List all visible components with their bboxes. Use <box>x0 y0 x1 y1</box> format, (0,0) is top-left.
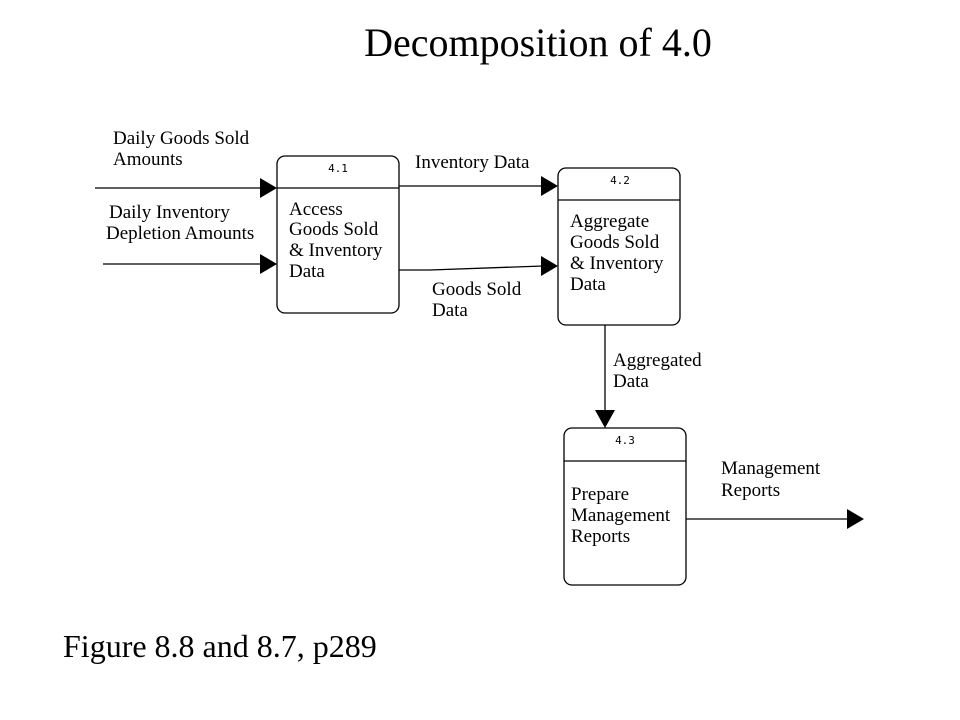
flow-aggregated-data: Aggregated Data <box>595 325 702 428</box>
process-4-3: 4.3 Prepare Management Reports <box>563 427 687 586</box>
process-4-3-box <box>563 427 687 586</box>
flow-aggregated-data-arrowhead <box>595 410 615 428</box>
process-4-2-box <box>557 167 681 326</box>
process-4-2: 4.2 Aggregate Goods Sold & Inventory Dat… <box>557 167 681 326</box>
flow-daily-goods-sold-label-2: Amounts <box>113 149 183 170</box>
flow-daily-inventory-depletion-arrowhead <box>260 254 277 274</box>
flow-daily-inventory-depletion: Daily Inventory Depletion Amounts <box>103 202 277 274</box>
flow-goods-sold-data-arrowhead <box>541 256 558 276</box>
flow-inventory-data: Inventory Data <box>399 152 558 196</box>
process-4-1-box <box>276 155 400 314</box>
process-4-2-name-line-3: & Inventory <box>570 253 664 274</box>
flow-daily-goods-sold-arrowhead <box>260 178 277 198</box>
flow-aggregated-data-label-1: Aggregated <box>613 350 702 371</box>
flow-management-reports: Management Reports <box>686 458 864 529</box>
process-4-3-name-line-3: Reports <box>571 526 630 547</box>
flow-daily-goods-sold: Daily Goods Sold Amounts <box>95 128 277 198</box>
flow-aggregated-data-label-2: Data <box>613 371 649 392</box>
flow-management-reports-arrowhead <box>847 509 864 529</box>
flow-goods-sold-data-label-2: Data <box>432 300 468 321</box>
process-4-2-name-line-1: Aggregate <box>570 211 649 232</box>
flow-management-reports-label-1: Management <box>721 458 821 479</box>
flow-inventory-data-label: Inventory Data <box>415 152 530 173</box>
flow-goods-sold-data-line-b <box>429 265 544 271</box>
process-4-1-name-line-1: Access <box>289 199 343 220</box>
process-4-2-name-line-2: Goods Sold <box>570 232 660 253</box>
process-4-2-id: 4.2 <box>610 174 630 187</box>
process-4-1-name-line-2: Goods Sold <box>289 219 379 240</box>
process-4-1: 4.1 Access Goods Sold & Inventory Data <box>276 155 400 314</box>
flow-management-reports-label-2: Reports <box>721 480 780 501</box>
flow-daily-inventory-depletion-label-2: Depletion Amounts <box>106 223 254 244</box>
flow-daily-inventory-depletion-label-1: Daily Inventory <box>109 202 230 223</box>
flow-inventory-data-arrowhead <box>541 176 558 196</box>
process-4-3-id: 4.3 <box>615 434 635 447</box>
page-title: Decomposition of 4.0 <box>364 20 712 65</box>
process-4-3-name-line-2: Management <box>571 505 671 526</box>
process-4-1-name-line-3: & Inventory <box>289 240 383 261</box>
flow-goods-sold-data-label-1: Goods Sold <box>432 279 522 300</box>
flow-goods-sold-data: Goods Sold Data <box>399 256 558 321</box>
process-4-3-name-line-1: Prepare <box>571 484 629 505</box>
process-4-1-id: 4.1 <box>328 162 348 175</box>
figure-caption: Figure 8.8 and 8.7, p289 <box>63 628 377 664</box>
process-4-2-name-line-4: Data <box>570 274 606 295</box>
flow-daily-goods-sold-label-1: Daily Goods Sold <box>113 128 250 149</box>
process-4-1-name-line-4: Data <box>289 261 325 282</box>
